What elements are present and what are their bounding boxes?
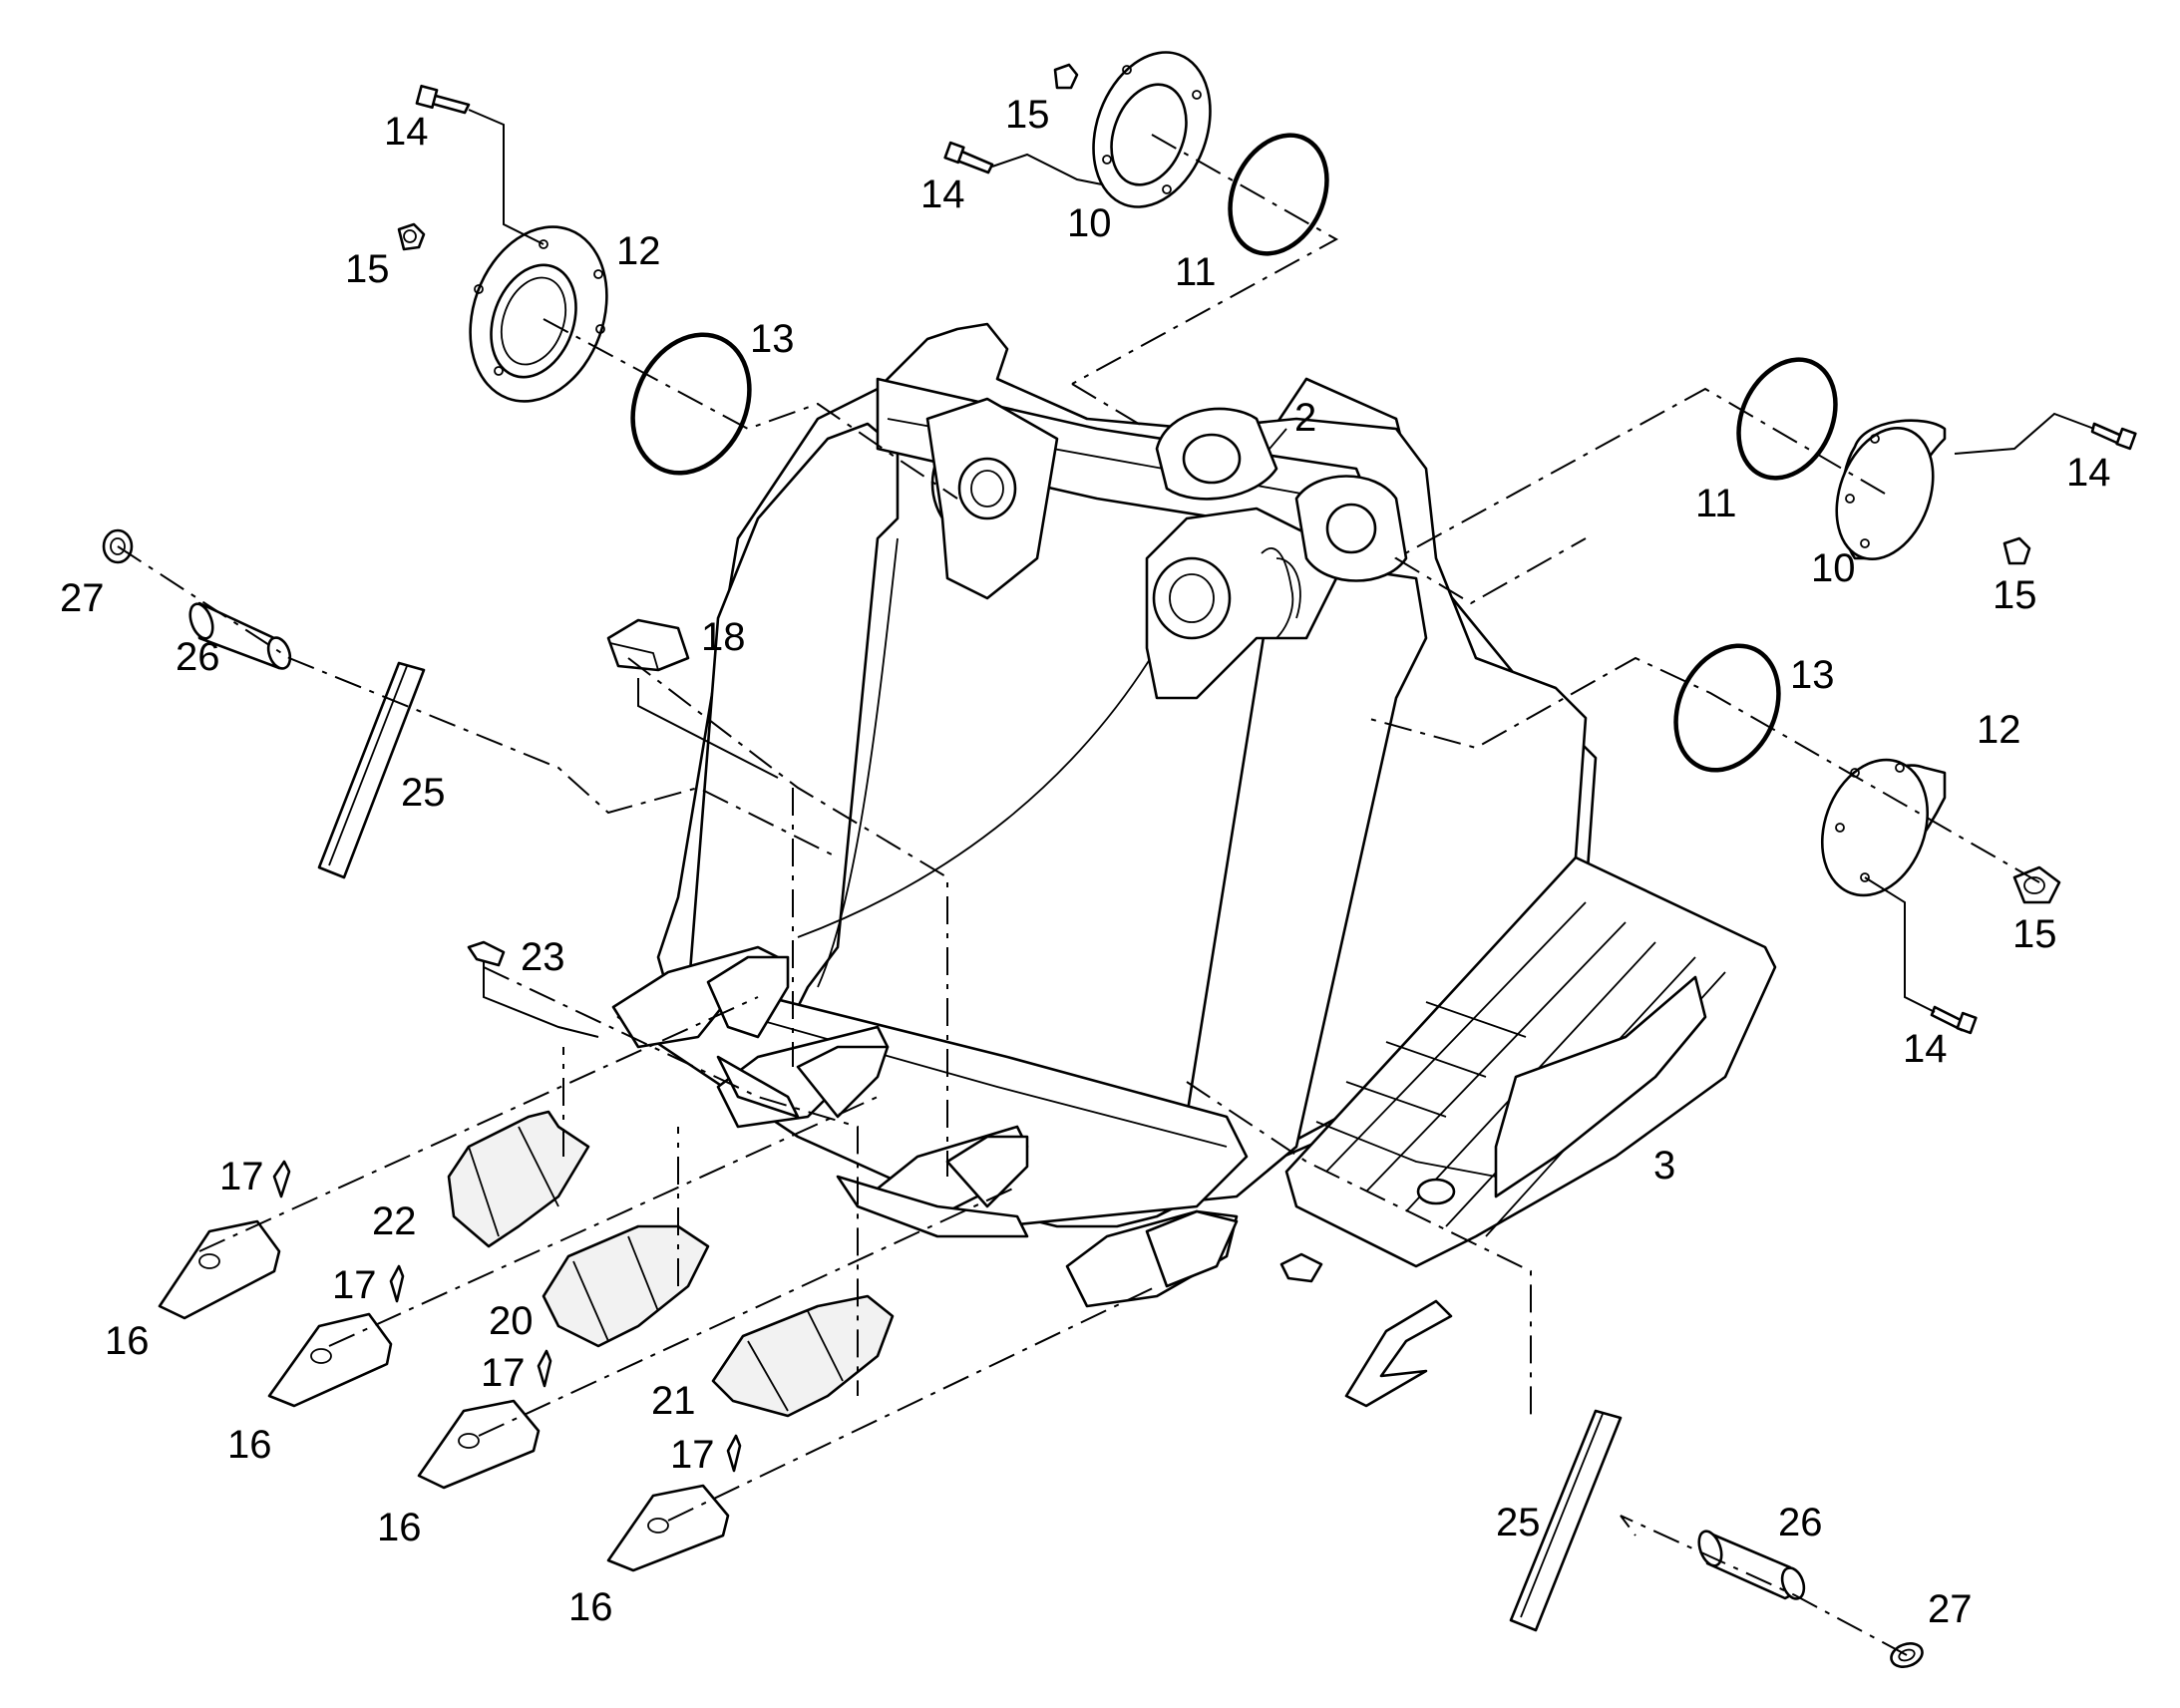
flange-10-top (1092, 51, 1212, 208)
label-14-right-top: 14 (2066, 451, 2111, 495)
side-plate-25-lower (1509, 1409, 1623, 1632)
block-18 (606, 618, 690, 672)
label-26-upper: 26 (176, 635, 220, 679)
teeth-16 (158, 1219, 730, 1572)
label-16-d: 16 (568, 1585, 613, 1629)
label-16-c: 16 (377, 1506, 422, 1549)
label-15-right-top: 15 (1993, 573, 2037, 617)
label-14-top: 14 (920, 172, 965, 216)
label-15-top: 15 (1005, 93, 1050, 137)
centre-lines (117, 134, 2040, 1656)
o-ring-11-top (1228, 133, 1329, 256)
label-18: 18 (701, 615, 746, 659)
leader-lines (468, 109, 2095, 1038)
label-10-right: 10 (1811, 546, 1856, 590)
bolt-14-right-bottom (1930, 1005, 1978, 1035)
flange-12-upper (469, 225, 608, 403)
small-block-lip (1279, 1252, 1323, 1283)
label-26-lower: 26 (1778, 1501, 1823, 1544)
fitting-15-right-top (2002, 536, 2031, 565)
o-ring-13-right (1673, 643, 1781, 773)
shroud-20 (542, 1224, 710, 1348)
label-10-top: 10 (1067, 201, 1112, 245)
label-23: 23 (521, 935, 565, 979)
hook-part (1344, 1299, 1453, 1408)
fitting-15-upper-left (397, 222, 426, 251)
label-2: 2 (1294, 396, 1316, 440)
shroud-22 (447, 1110, 590, 1248)
label-16-b: 16 (227, 1423, 272, 1467)
pin-23 (467, 940, 506, 967)
bolt-14-top (943, 141, 994, 174)
bucket-body (616, 322, 1598, 1228)
locks-17 (272, 1160, 742, 1473)
bolt-14-right-top (2090, 422, 2137, 451)
label-22: 22 (372, 1199, 417, 1243)
o-ring-11-right (1736, 357, 1838, 481)
o-ring-13-upper (630, 332, 752, 476)
label-17-b: 17 (332, 1263, 377, 1307)
label-25-upper: 25 (401, 771, 446, 815)
label-15-upper-left: 15 (345, 247, 390, 291)
label-3: 3 (1653, 1144, 1675, 1188)
label-27-upper: 27 (60, 576, 105, 620)
label-11-right: 11 (1695, 482, 1737, 525)
pin-26-upper (188, 601, 292, 670)
label-17-d: 17 (670, 1433, 715, 1477)
label-16-a: 16 (105, 1319, 150, 1363)
label-27-lower: 27 (1928, 1587, 1973, 1631)
label-25-lower: 25 (1496, 1501, 1541, 1544)
label-13-upper: 13 (750, 317, 795, 361)
label-13-right: 13 (1790, 653, 1835, 697)
flange-12-right (1820, 758, 1947, 897)
part-labels: 2 3 10 10 11 11 12 12 13 13 14 14 14 14 … (60, 93, 2111, 1631)
label-12-right: 12 (1977, 708, 2021, 752)
label-17-c: 17 (481, 1351, 526, 1395)
label-14-upper-left: 14 (384, 110, 429, 154)
label-17-a: 17 (219, 1155, 264, 1198)
label-15-right-bottom: 15 (2012, 912, 2057, 956)
label-20: 20 (489, 1299, 534, 1343)
label-12-upper: 12 (616, 229, 661, 273)
bolt-14-upper-left (415, 84, 471, 115)
fitting-15-top (1053, 63, 1079, 90)
label-14-right-bottom: 14 (1903, 1027, 1948, 1071)
shroud-21 (711, 1294, 895, 1418)
fitting-15-right-bottom (2012, 865, 2061, 904)
label-21: 21 (651, 1379, 696, 1423)
side-plate-25-upper (317, 661, 426, 879)
screen-grid (1284, 855, 1777, 1268)
label-11-top: 11 (1175, 250, 1217, 294)
